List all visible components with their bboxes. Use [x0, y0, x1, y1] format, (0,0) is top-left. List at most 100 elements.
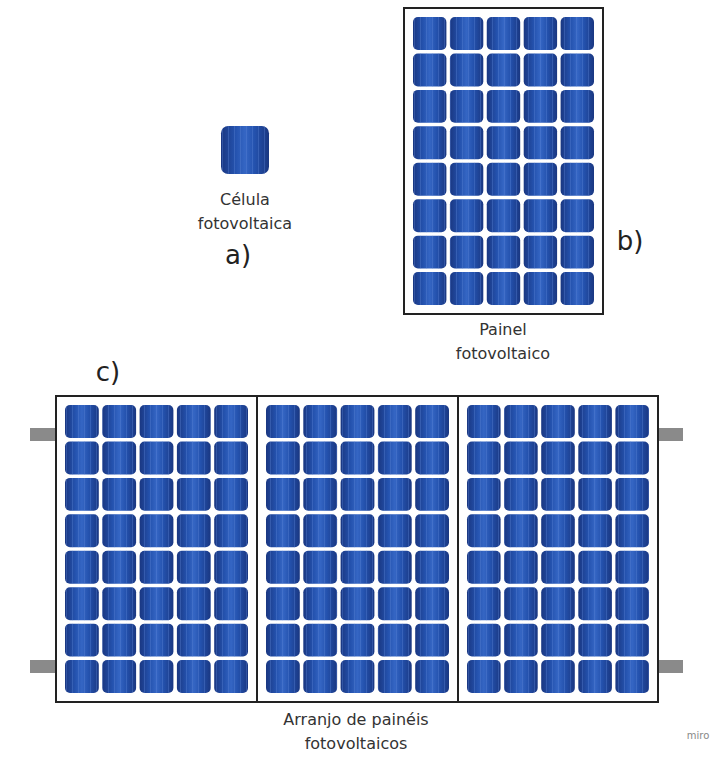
pv-cell: [214, 478, 248, 511]
pv-cell: [177, 405, 211, 438]
watermark: miro: [687, 728, 710, 743]
pv-cell: [102, 514, 136, 547]
part-name: Painel fotovoltaico: [448, 318, 558, 366]
pv-cell: [487, 90, 520, 123]
pv-cell: [524, 236, 557, 269]
pv-cell: [415, 405, 449, 438]
pv-cell: [266, 441, 300, 474]
pv-cell: [467, 587, 501, 620]
pv-cell: [615, 551, 649, 584]
pv-cell: [561, 272, 594, 305]
pv-cell: [504, 624, 538, 657]
pv-cell: [266, 587, 300, 620]
pv-cell: [541, 478, 575, 511]
pv-cell: [467, 441, 501, 474]
pv-cell: [561, 126, 594, 159]
pv-cell: [266, 514, 300, 547]
pv-cell: [102, 587, 136, 620]
pv-cell: [561, 17, 594, 50]
pv-cell: [487, 236, 520, 269]
pv-cell: [504, 587, 538, 620]
pv-cell: [221, 126, 269, 174]
pv-cell: [266, 660, 300, 693]
pv-cell: [615, 660, 649, 693]
callout-letter: c): [96, 353, 120, 392]
pv-cell: [65, 587, 99, 620]
pv-cell: [341, 660, 375, 693]
pv-cell: [341, 441, 375, 474]
pv-cell: [177, 441, 211, 474]
pv-cell: [504, 405, 538, 438]
pv-cell: [65, 514, 99, 547]
pv-cell: [65, 441, 99, 474]
pv-cell: [413, 126, 446, 159]
pv-cell: [266, 551, 300, 584]
pv-cell: [303, 587, 337, 620]
pv-cell: [303, 514, 337, 547]
pv-cell: [487, 163, 520, 196]
pv-cell: [578, 514, 612, 547]
pv-cell: [450, 163, 483, 196]
pv-cell: [214, 514, 248, 547]
pv-cell: [177, 514, 211, 547]
pv-cell: [450, 126, 483, 159]
pv-cell: [467, 660, 501, 693]
pv-cell: [378, 551, 412, 584]
pv-cell: [450, 236, 483, 269]
pv-cell: [541, 405, 575, 438]
pv-cell: [561, 199, 594, 232]
pv-cell: [102, 624, 136, 657]
pv-cell: [140, 478, 174, 511]
pv-cell: [504, 514, 538, 547]
pv-cell: [214, 624, 248, 657]
pv-cell: [541, 551, 575, 584]
pv-cell: [341, 478, 375, 511]
pv-cell: [214, 551, 248, 584]
pv-cell: [450, 272, 483, 305]
pv-cell: [140, 551, 174, 584]
part-name: Célula fotovoltaica: [190, 188, 300, 236]
pv-cell: [467, 514, 501, 547]
pv-cell: [467, 624, 501, 657]
pv-cell: [578, 624, 612, 657]
pv-cell: [615, 514, 649, 547]
pv-cell: [467, 405, 501, 438]
pv-cell: [524, 272, 557, 305]
pv-cell: [214, 405, 248, 438]
pv-cell: [214, 660, 248, 693]
pv-cell: [266, 624, 300, 657]
pv-cell: [378, 660, 412, 693]
pv-cell: [578, 405, 612, 438]
pv-cell: [487, 199, 520, 232]
pv-cell: [413, 17, 446, 50]
pv-panel: [56, 396, 257, 702]
pv-cell: [413, 163, 446, 196]
pv-cell: [177, 551, 211, 584]
pv-cell: [378, 587, 412, 620]
pv-cell: [578, 478, 612, 511]
pv-cell: [615, 441, 649, 474]
pv-cell: [303, 478, 337, 511]
pv-cell: [303, 624, 337, 657]
pv-cell: [578, 660, 612, 693]
callout-letter: b): [617, 222, 644, 261]
pv-cell: [541, 514, 575, 547]
pv-cell: [378, 514, 412, 547]
pv-cell: [378, 405, 412, 438]
pv-cell: [102, 551, 136, 584]
pv-cell: [415, 514, 449, 547]
pv-cell: [266, 478, 300, 511]
pv-cell: [214, 587, 248, 620]
pv-cell: [102, 441, 136, 474]
pv-cell: [378, 624, 412, 657]
pv-cell: [524, 17, 557, 50]
pv-cell: [541, 660, 575, 693]
pv-cell: [415, 587, 449, 620]
pv-cell: [415, 624, 449, 657]
pv-cell: [102, 660, 136, 693]
pv-cell: [561, 236, 594, 269]
pv-cell: [415, 660, 449, 693]
pv-cell: [524, 53, 557, 86]
pv-cell: [341, 551, 375, 584]
part-name: Arranjo de painéis fotovoltaicos: [271, 708, 441, 756]
